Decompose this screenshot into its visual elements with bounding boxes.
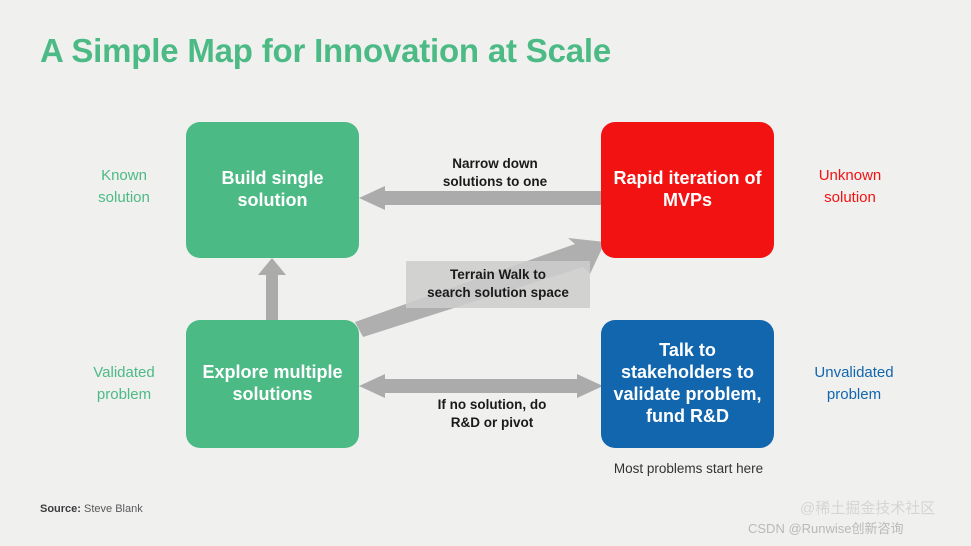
edge-label-no-solution: If no solution, do R&D or pivot: [437, 397, 547, 431]
node-explore-multiple-solutions[interactable]: Explore multiple solutions: [186, 320, 359, 448]
source-value: Steve Blank: [84, 503, 143, 515]
arrow-no-solution: [359, 374, 603, 398]
node-rapid-iteration-of-mvps[interactable]: Rapid iteration of MVPs: [601, 122, 774, 258]
watermark-csdn: CSDN @Runwise创新咨询: [748, 521, 904, 536]
axis-label-unvalidated-problem: Unvalidated problem: [814, 364, 894, 403]
annotation-most-problems-start-here: Most problems start here: [613, 461, 764, 476]
node-build-single-solution[interactable]: Build single solution: [186, 122, 359, 258]
edge-label-narrow-down: Narrow down solutions to one: [442, 156, 548, 190]
edge-label-terrain-walk: Terrain Walk to search solution space: [406, 261, 590, 309]
arrow-explore-to-build: [258, 258, 286, 322]
axis-label-validated-problem: Validated problem: [93, 364, 155, 403]
axis-label-known-solution: Known solution: [98, 167, 150, 206]
source-note: Source: Steve Blank: [40, 503, 143, 515]
watermark-juejin: @稀土掘金技术社区: [800, 500, 936, 517]
page-title: A Simple Map for Innovation at Scale: [40, 32, 612, 69]
arrow-narrow-down: [359, 186, 603, 210]
source-label: Source:: [40, 503, 81, 515]
axis-label-unknown-solution: Unknown solution: [818, 167, 882, 206]
node-talk-to-stakeholders[interactable]: Talk to stakeholders to validate problem…: [601, 320, 774, 448]
